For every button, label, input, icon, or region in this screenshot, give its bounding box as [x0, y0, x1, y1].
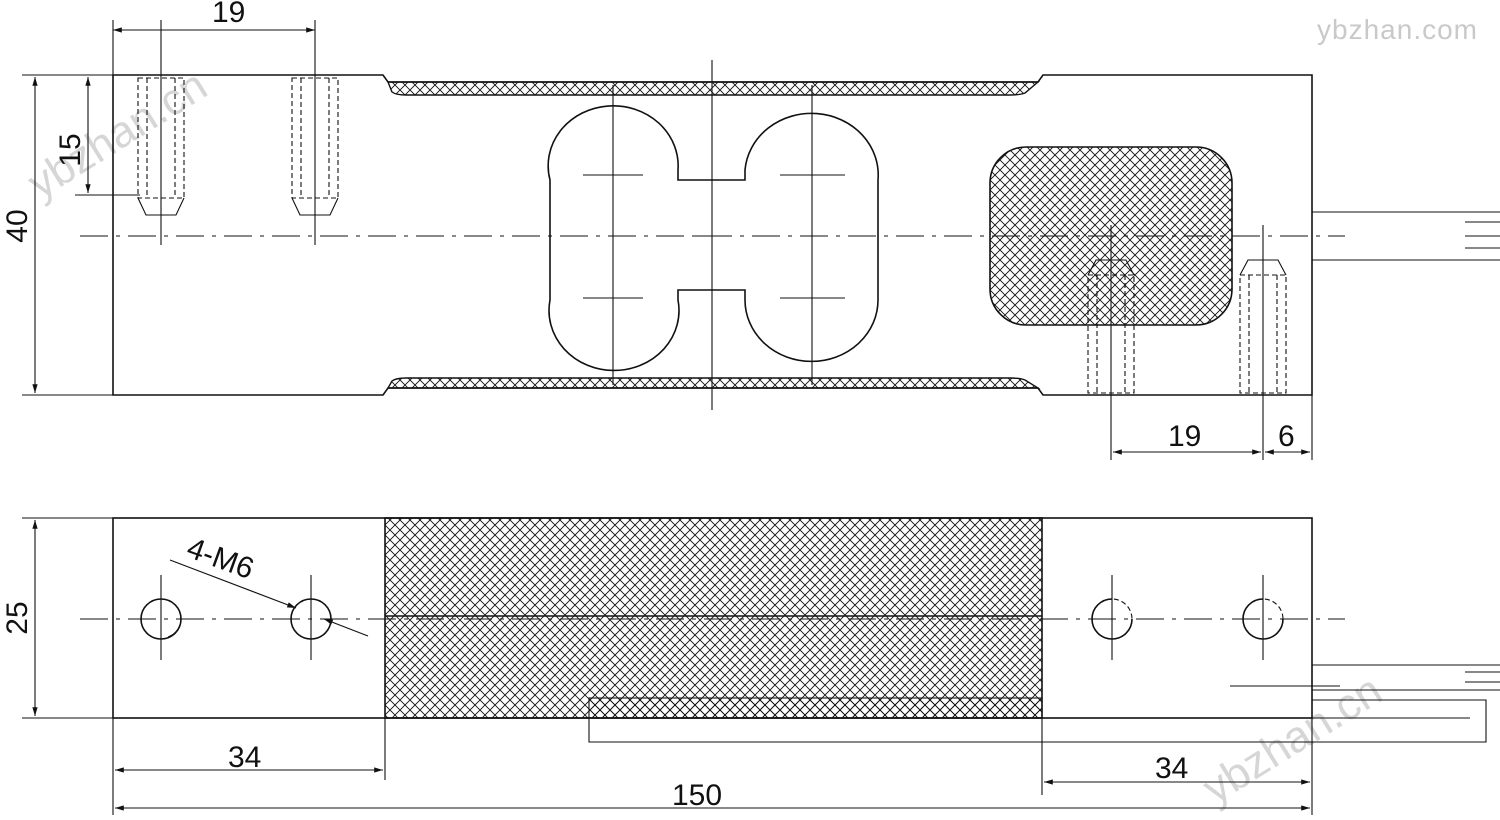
side-right-holes — [1091, 575, 1284, 660]
dim-right-mount-label: 34 — [1155, 752, 1188, 785]
dim-top-height-label: 40 — [1, 209, 34, 242]
dim-side-height-label: 25 — [1, 601, 34, 634]
binocular-center-marks — [583, 60, 845, 410]
dim-right-edge-offset-label: 6 — [1278, 420, 1295, 453]
dim-top-hole-spacing-label: 19 — [212, 0, 245, 29]
top-view: 19 15 40 19 6 — [1, 0, 1500, 460]
dim-top-height: 40 — [1, 74, 113, 396]
thread-callout: 4-M6 — [169, 532, 369, 637]
dim-total-length: 150 — [115, 779, 1310, 812]
dim-right-mount: 34 — [1041, 718, 1313, 815]
left-threaded-holes — [137, 60, 339, 245]
side-cable-cover — [588, 664, 1500, 743]
watermark-diagonal-right: ybzhan.cn — [1194, 666, 1390, 814]
top-view-cable — [1312, 211, 1500, 261]
dim-top-hole-spacing: 19 — [112, 0, 316, 75]
dim-side-height: 25 — [1, 517, 113, 719]
dim-total-length-label: 150 — [672, 779, 722, 812]
thread-callout-label: 4-M6 — [183, 532, 259, 586]
top-strain-gauge-strip — [386, 81, 1040, 96]
binocular-hole — [547, 105, 880, 372]
dim-hole-depth-label: 15 — [54, 133, 87, 166]
dim-left-mount-label: 34 — [228, 741, 261, 774]
side-view: 4-M6 25 34 34 150 — [1, 517, 1500, 815]
bottom-strain-gauge-strip — [386, 377, 1041, 389]
dim-right-hole-spacing-label: 19 — [1168, 420, 1201, 453]
side-hatched-section — [384, 517, 1043, 719]
watermark-site-text: ybzhan.com — [1317, 14, 1478, 45]
right-threaded-holes — [1087, 225, 1287, 460]
watermark-diagonal-left: ybzhan.cn — [19, 61, 215, 209]
dim-left-mount: 34 — [112, 718, 386, 815]
dim-right-hole-spacing: 19 6 — [1113, 395, 1313, 460]
side-left-holes — [140, 575, 332, 660]
